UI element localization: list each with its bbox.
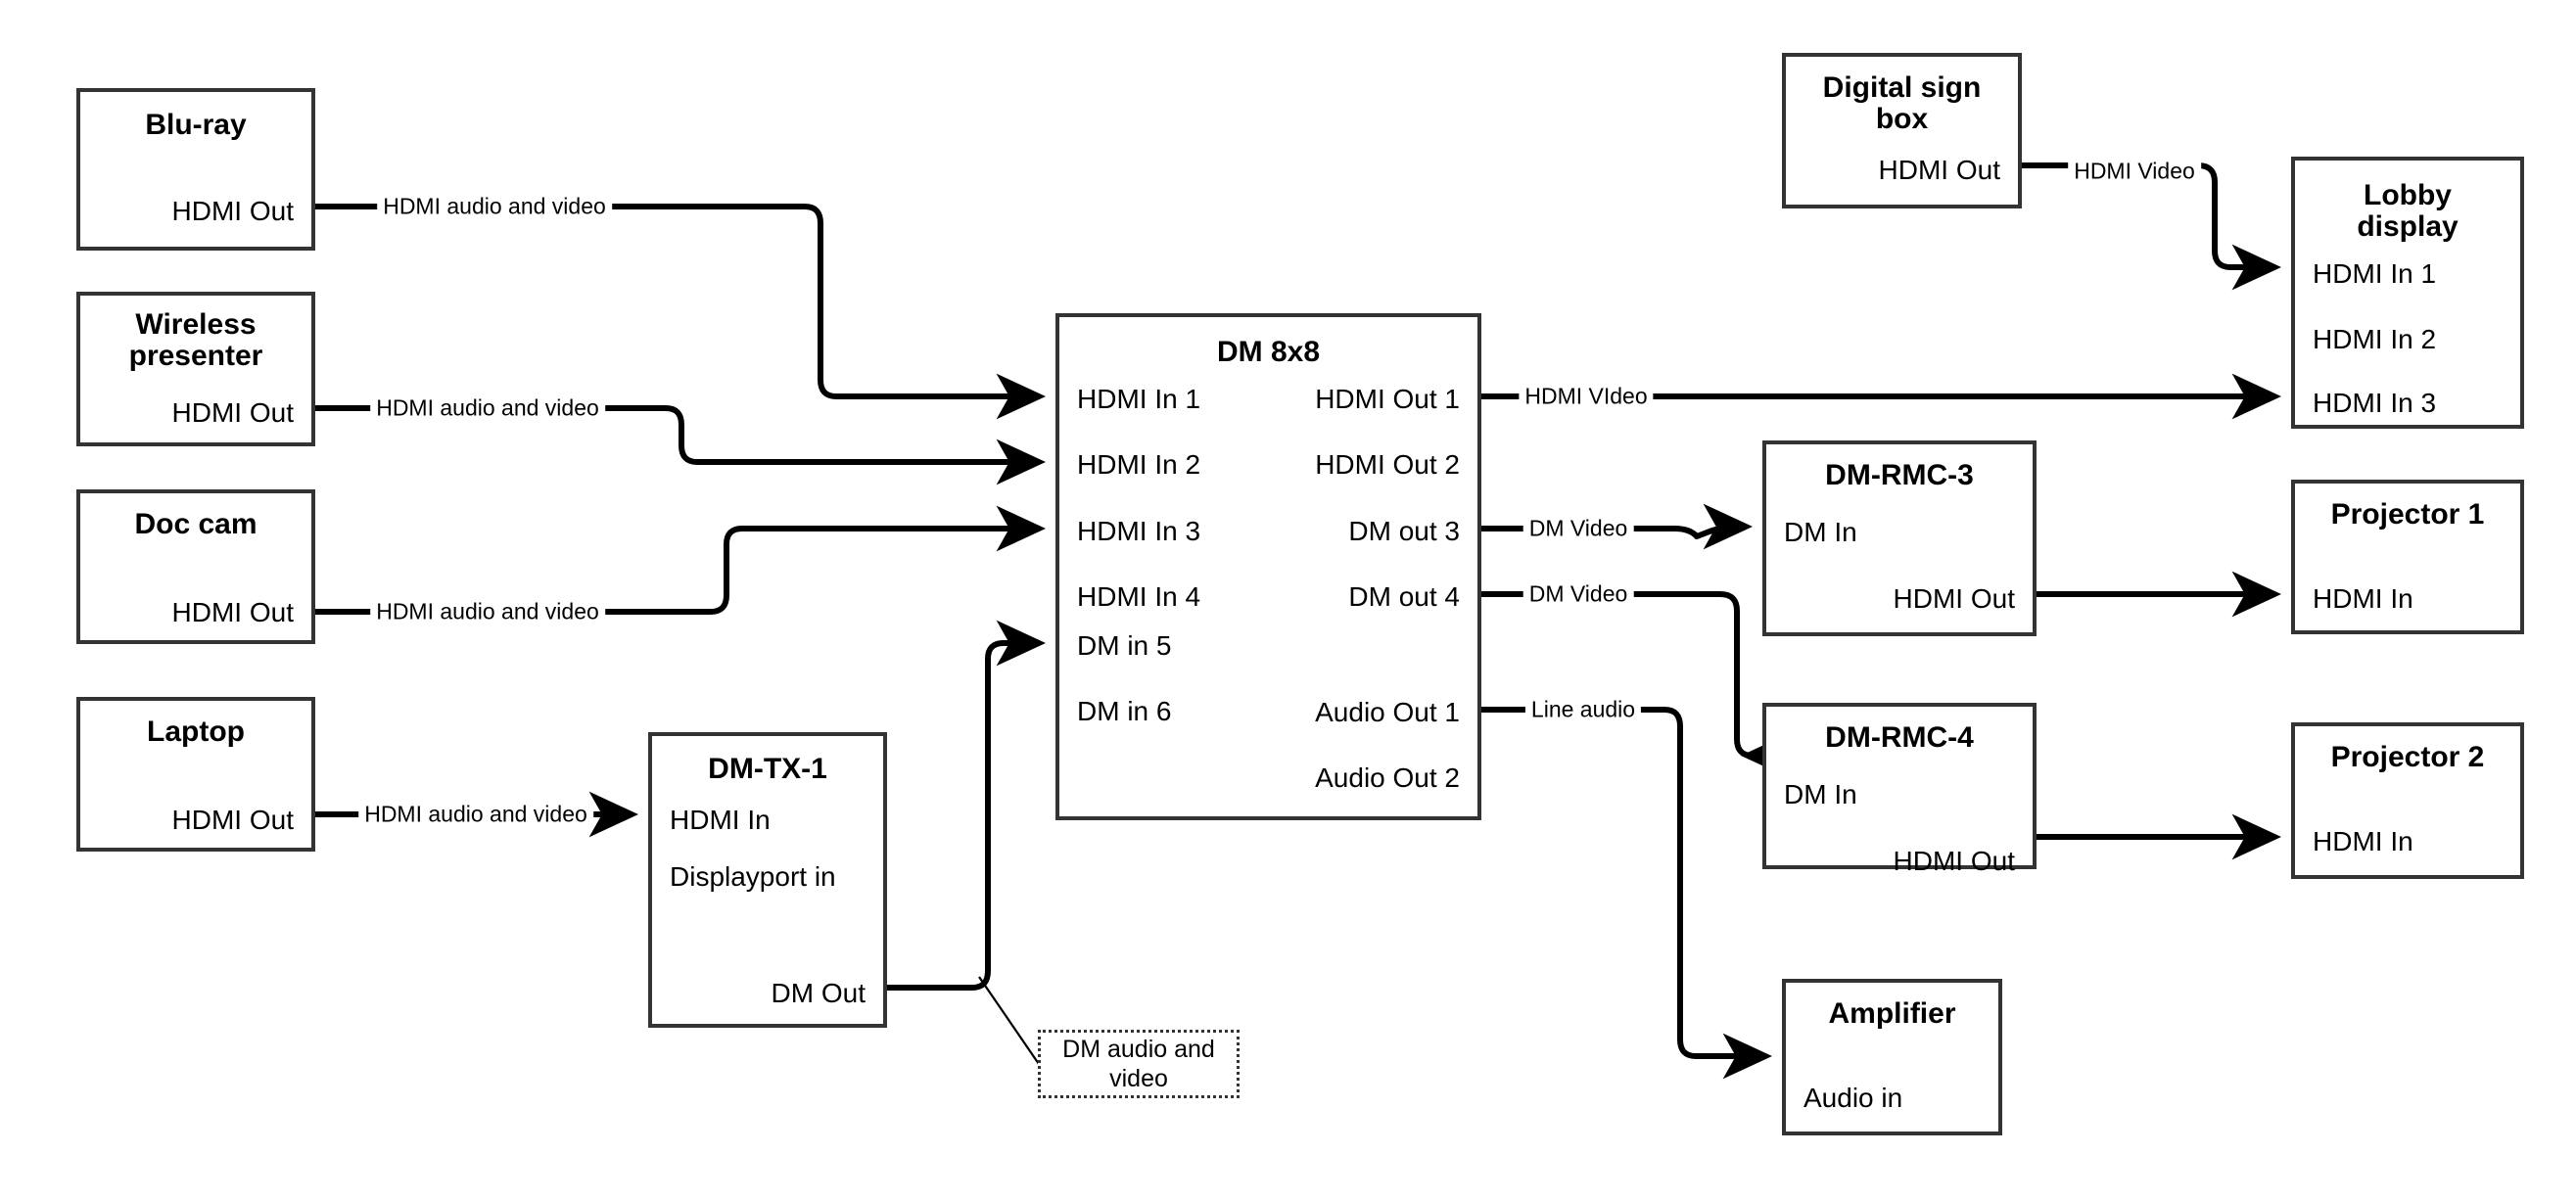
wire-label-wireless: HDMI audio and video	[370, 394, 605, 422]
dm-rmc-4-port-hdmi-out[interactable]: HDMI Out	[1893, 846, 2015, 876]
node-laptop[interactable]: Laptop HDMI Out	[76, 697, 315, 852]
callout-leader-line	[978, 976, 1042, 1068]
node-digital-sign-box[interactable]: Digital sign box HDMI Out	[1782, 53, 2022, 208]
dm-8x8-output-hdmi-out-2[interactable]: HDMI Out 2	[1315, 449, 1460, 480]
wire-label-hdmi-video-out1: HDMI VIdeo	[1519, 383, 1654, 410]
lobby-display-title: Lobby display	[2357, 179, 2459, 244]
projector-2-port-hdmi-in[interactable]: HDMI In	[2313, 826, 2413, 856]
doc-cam-title: Doc cam	[134, 508, 258, 540]
dm-8x8-input-hdmi-in-3[interactable]: HDMI In 3	[1077, 516, 1201, 546]
wireless-presenter-title: Wireless presenter	[128, 308, 263, 373]
callout-dm-audio-video: DM audio and video	[1038, 1030, 1240, 1098]
lobby-display-input-hdmi-in-3[interactable]: HDMI In 3	[2313, 388, 2437, 418]
dm-8x8-output-audio-out-1[interactable]: Audio Out 1	[1315, 697, 1460, 727]
node-wireless-presenter[interactable]: Wireless presenter HDMI Out	[76, 292, 315, 446]
dm-rmc-3-title: DM-RMC-3	[1825, 459, 1974, 491]
wire-bluray-to-dm8x8	[315, 204, 1046, 420]
node-projector-1[interactable]: Projector 1 HDMI In	[2291, 480, 2524, 634]
wire-label-doccam: HDMI audio and video	[370, 598, 605, 625]
wire-label-bluray: HDMI audio and video	[377, 193, 612, 220]
dm-rmc-4-port-dm-in[interactable]: DM In	[1784, 779, 1857, 809]
dm-tx-1-port-dm-out[interactable]: DM Out	[771, 978, 866, 1008]
node-dm-rmc-3[interactable]: DM-RMC-3 DM In HDMI Out	[1762, 440, 2037, 636]
bluray-port-hdmi-out[interactable]: HDMI Out	[171, 196, 294, 226]
laptop-port-hdmi-out[interactable]: HDMI Out	[171, 805, 294, 835]
dm-tx-1-title: DM-TX-1	[708, 753, 827, 785]
wire-label-line-audio: Line audio	[1524, 696, 1642, 723]
wire-label-sign-to-lobby: HDMI Video	[2068, 158, 2201, 185]
dm-rmc-4-title: DM-RMC-4	[1825, 721, 1974, 754]
node-dm-rmc-4[interactable]: DM-RMC-4 DM In HDMI Out	[1762, 703, 2037, 876]
wire-dmtx1-to-dm8x8	[886, 620, 1046, 991]
dm-8x8-output-hdmi-out-1[interactable]: HDMI Out 1	[1315, 384, 1460, 414]
projector-1-port-hdmi-in[interactable]: HDMI In	[2313, 583, 2413, 614]
dm-tx-1-port-hdmi-in[interactable]: HDMI In	[670, 805, 771, 835]
wire-dm8x8-audio-to-amplifier	[1481, 707, 1772, 1080]
laptop-title: Laptop	[147, 716, 245, 748]
dm-rmc-3-port-dm-in[interactable]: DM In	[1784, 517, 1857, 547]
amplifier-title: Amplifier	[1828, 997, 1956, 1030]
dm-8x8-output-audio-out-2[interactable]: Audio Out 2	[1315, 762, 1460, 793]
dm-tx-1-port-displayport-in[interactable]: Displayport in	[670, 861, 836, 892]
node-amplifier[interactable]: Amplifier Audio in	[1782, 979, 2002, 1135]
node-lobby-display[interactable]: Lobby display HDMI In 1 HDMI In 2 HDMI I…	[2291, 157, 2524, 429]
wire-label-dm-video-out3: DM Video	[1522, 515, 1634, 542]
wire-label-laptop: HDMI audio and video	[358, 801, 593, 828]
digital-sign-box-port-hdmi-out[interactable]: HDMI Out	[1878, 155, 2000, 185]
bluray-title: Blu-ray	[145, 109, 247, 141]
dm-8x8-output-dm-out-3[interactable]: DM out 3	[1348, 516, 1460, 546]
projector-1-title: Projector 1	[2330, 498, 2485, 531]
wire-dm8x8-out4-to-dmrmc4	[1481, 591, 1791, 779]
node-bluray[interactable]: Blu-ray HDMI Out	[76, 88, 315, 251]
dm-8x8-input-hdmi-in-2[interactable]: HDMI In 2	[1077, 449, 1201, 480]
node-dm-tx-1[interactable]: DM-TX-1 HDMI In Displayport in DM Out	[648, 732, 887, 1028]
dm-8x8-input-hdmi-in-4[interactable]: HDMI In 4	[1077, 581, 1201, 612]
projector-2-title: Projector 2	[2330, 741, 2485, 773]
amplifier-port-audio-in[interactable]: Audio in	[1803, 1083, 1903, 1113]
callout-text: DM audio and video	[1062, 1035, 1215, 1093]
dm-8x8-output-dm-out-4[interactable]: DM out 4	[1348, 581, 1460, 612]
dm-rmc-3-port-hdmi-out[interactable]: HDMI Out	[1893, 583, 2015, 614]
dm-8x8-input-dm-in-6[interactable]: DM in 6	[1077, 696, 1172, 726]
doc-cam-port-hdmi-out[interactable]: HDMI Out	[171, 597, 294, 627]
node-projector-2[interactable]: Projector 2 HDMI In	[2291, 722, 2524, 879]
lobby-display-input-hdmi-in-2[interactable]: HDMI In 2	[2313, 324, 2437, 354]
dm-8x8-title: DM 8x8	[1216, 336, 1321, 368]
wire-label-dm-video-out4: DM Video	[1522, 580, 1634, 608]
node-doc-cam[interactable]: Doc cam HDMI Out	[76, 489, 315, 644]
dm-8x8-input-dm-in-5[interactable]: DM in 5	[1077, 630, 1172, 661]
node-dm-8x8[interactable]: DM 8x8 HDMI In 1 HDMI In 2 HDMI In 3 HDM…	[1055, 313, 1481, 820]
wireless-presenter-port-hdmi-out[interactable]: HDMI Out	[171, 397, 294, 428]
digital-sign-box-title: Digital sign box	[1822, 71, 1982, 136]
lobby-display-input-hdmi-in-1[interactable]: HDMI In 1	[2313, 258, 2437, 289]
dm-8x8-input-hdmi-in-1[interactable]: HDMI In 1	[1077, 384, 1201, 414]
